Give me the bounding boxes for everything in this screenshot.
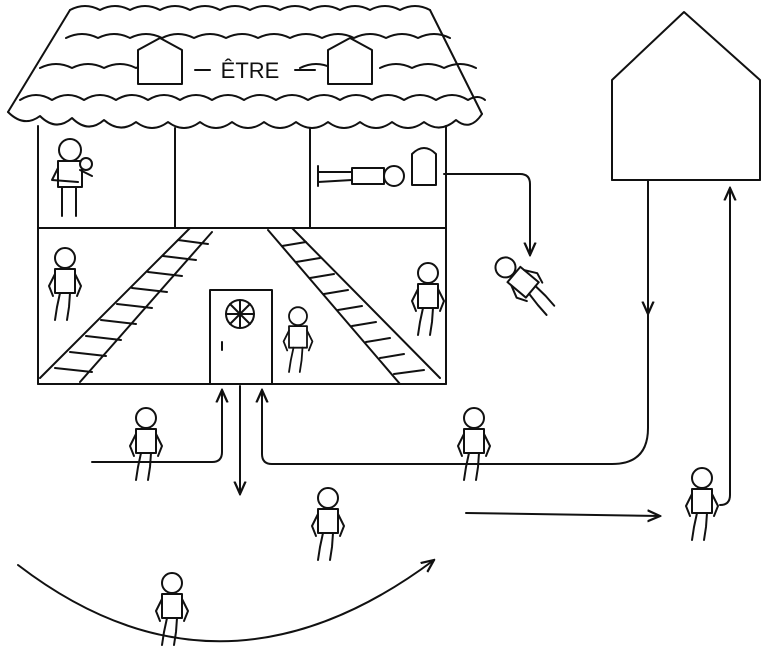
arc-arrow [18, 560, 434, 641]
left-dormer [138, 38, 182, 84]
lying-person [318, 166, 404, 186]
arrow-to-right [466, 513, 660, 516]
person-walking-middle [312, 488, 344, 560]
person-on-right-stairs [412, 263, 444, 335]
arrow-up-to-second-house [720, 188, 730, 505]
arrow-from-death-room [444, 174, 530, 255]
roof-label: ÊTRE [221, 58, 280, 83]
front-door [210, 290, 272, 384]
person-entering-left [130, 408, 162, 480]
person-falling [488, 249, 564, 320]
house-roof: ÊTRE [8, 6, 485, 128]
arrow-line-from-second-house [612, 180, 648, 464]
person-at-door [284, 307, 313, 372]
person-exiting-right [458, 408, 490, 480]
arrows [18, 174, 730, 641]
house: ÊTRE RIP [8, 6, 485, 384]
tombstone: RIP [412, 148, 436, 185]
arrow-back-to-house [262, 390, 612, 464]
second-house [612, 12, 760, 180]
person-upstairs-left [49, 248, 81, 320]
right-dormer [328, 38, 372, 84]
svg-text:RIP: RIP [416, 158, 433, 169]
parent-with-baby [52, 139, 92, 216]
person-entering-other-house [686, 468, 718, 540]
